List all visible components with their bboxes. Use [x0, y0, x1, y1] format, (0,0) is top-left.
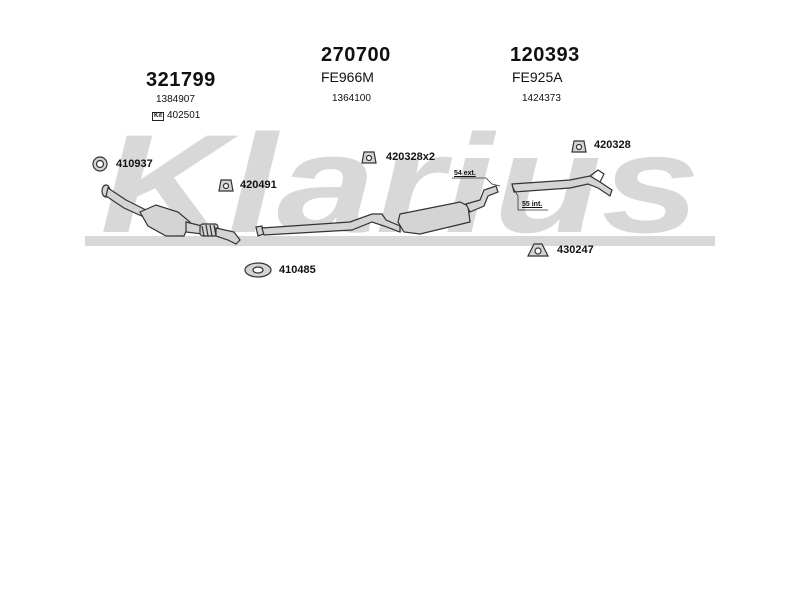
front-section-ref: 1384907 — [156, 94, 195, 105]
mid-pipe-outlet — [465, 185, 499, 213]
gasket-410485-icon — [244, 262, 272, 278]
int-dimension-line — [511, 185, 548, 211]
dimension-ext-label: 54 ext. — [454, 170, 476, 177]
middle-pipe-muffler — [255, 185, 499, 237]
ring-410937-icon — [92, 156, 108, 172]
front-pipe-outlet — [215, 227, 241, 245]
kit-badge: Kit — [152, 112, 164, 121]
flex-joint-braid — [201, 224, 217, 237]
rear-section-code: FE925A — [512, 69, 563, 85]
part-label-420328x2: 420328x2 — [386, 151, 435, 163]
middle-section-code: FE966M — [321, 69, 374, 85]
part-label-420491: 420491 — [240, 179, 277, 191]
watermark-text: Klarius — [100, 105, 700, 262]
front-kit-code: 402501 — [167, 110, 201, 121]
rear-pipe — [511, 169, 613, 197]
watermark: Klarius — [85, 105, 715, 262]
part-label-410937: 410937 — [116, 158, 153, 170]
part-label-420328: 420328 — [594, 139, 631, 151]
tail-pipe — [511, 175, 613, 197]
front-pipe-catalyst — [101, 184, 241, 245]
front-section-number: 321799 — [146, 69, 216, 91]
rear-section-ref: 1424373 — [522, 93, 561, 104]
tail-pipe-bend — [589, 169, 605, 183]
middle-section-number: 270700 — [321, 44, 391, 66]
part-label-430247: 430247 — [557, 244, 594, 256]
part-label-410485: 410485 — [279, 264, 316, 276]
hanger-420328-icon — [571, 140, 587, 153]
rear-section-number: 120393 — [510, 44, 580, 66]
clamp-430247-icon — [527, 243, 549, 257]
mid-pipe — [261, 213, 401, 236]
dimension-markers — [452, 177, 548, 211]
hanger-420328x2-icon — [361, 151, 377, 164]
watermark-bar — [85, 236, 715, 246]
hanger-420491-icon — [218, 179, 234, 192]
middle-muffler — [397, 201, 471, 235]
ext-dimension-line — [452, 177, 501, 187]
dimension-int-label: 55 int. — [522, 201, 543, 208]
middle-section-ref: 1364100 — [332, 93, 371, 104]
